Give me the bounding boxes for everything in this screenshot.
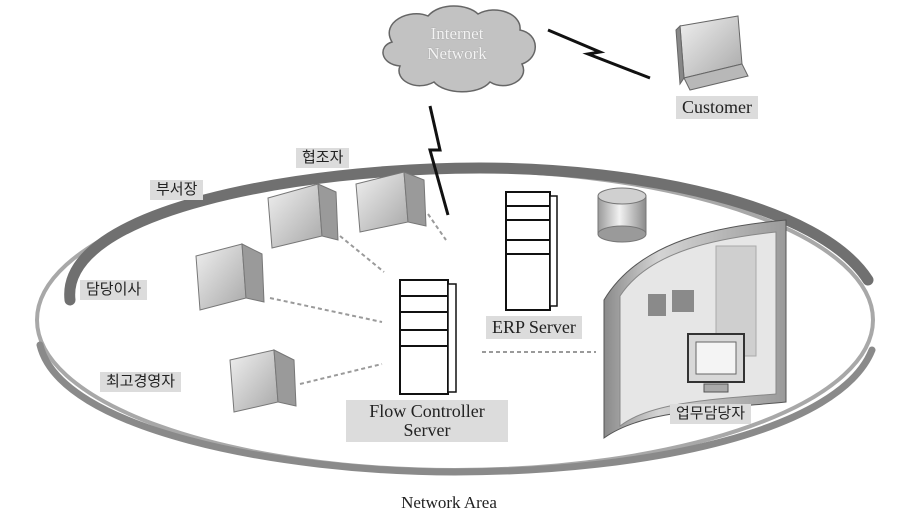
internet-cloud: [382, 5, 536, 93]
wireless-link-internet: [428, 105, 450, 216]
ceo-label: 최고경영자: [100, 372, 182, 392]
staff-label: 업무담당자: [670, 404, 752, 424]
link-director: [269, 297, 383, 323]
flow-controller-label-line1: Flow Controller: [369, 401, 485, 421]
customer-pc-icon: [675, 15, 749, 91]
ceo-pc-icon: [229, 349, 297, 413]
flow-controller-server-label: Flow Controller Server: [346, 400, 508, 442]
link-dept-head: [339, 235, 385, 273]
collaborator-label: 협조자: [296, 148, 350, 168]
customer-label: Customer: [676, 96, 758, 119]
flow-controller-server-icon: [399, 279, 457, 395]
dept-head-label: 부서장: [150, 180, 204, 200]
internet-label-line2: Network: [427, 43, 487, 63]
erp-server-label: ERP Server: [486, 316, 582, 339]
collaborator-pc-icon: [355, 171, 427, 233]
director-pc-icon: [195, 243, 265, 311]
link-ceo: [299, 363, 383, 385]
internet-label-line1: Internet: [430, 24, 484, 43]
erp-server-icon: [505, 191, 558, 311]
dept-head-pc-icon: [267, 183, 339, 249]
staff-monitor-icon: [687, 333, 745, 393]
dashboard-screen-icon: [603, 219, 787, 439]
link-collaborator: [427, 213, 447, 241]
database-icon: [597, 187, 647, 243]
network-area-label: Network Area: [401, 493, 497, 512]
internet-network-label: Internet Network: [412, 24, 502, 63]
wireless-link-customer: [547, 28, 651, 80]
network-area-ellipse: [35, 162, 876, 476]
director-label: 담당이사: [80, 280, 148, 300]
flow-controller-label-line2: Server: [403, 419, 451, 440]
